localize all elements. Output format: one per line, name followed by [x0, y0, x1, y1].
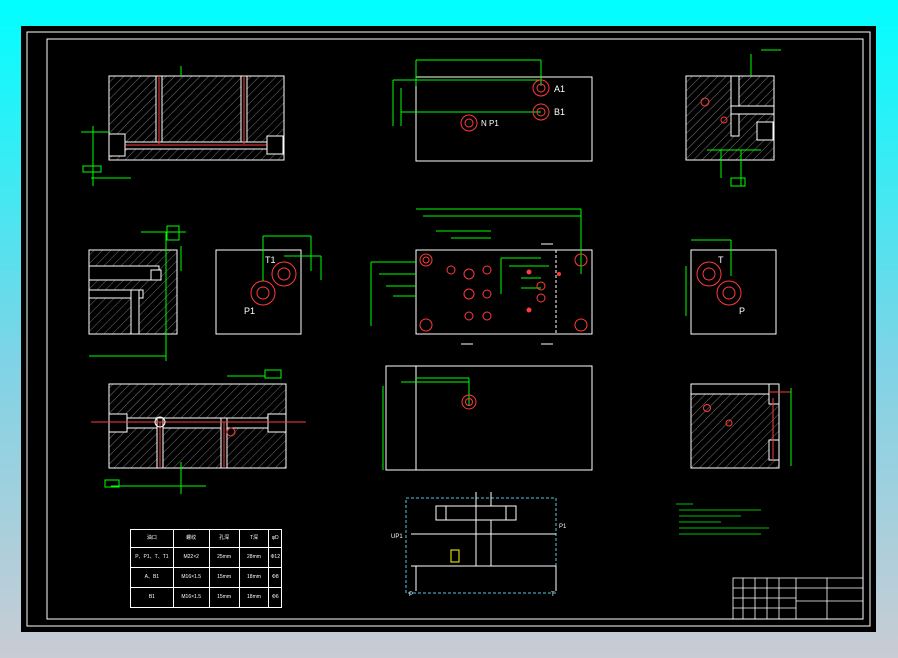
- port-label-a1: A1: [554, 84, 565, 94]
- port-label-b1: B1: [554, 107, 565, 117]
- schematic-bottom-left: P: [409, 592, 413, 598]
- cad-viewport[interactable]: A1 B1 N P1: [21, 26, 876, 632]
- cad-drawing: A1 B1 N P1: [26, 31, 871, 627]
- inner-border: [46, 38, 864, 620]
- port-label-p: P: [739, 306, 745, 316]
- table-cell: 28mm: [238, 547, 270, 568]
- port-view-bottom-center: [382, 365, 593, 471]
- section-view-bottom-left: [91, 369, 306, 494]
- port-label-t: T: [718, 255, 724, 265]
- port-view-t-p: T P: [685, 239, 777, 335]
- table-header: 螺纹: [172, 529, 210, 548]
- table-header-row: 油口 螺纹 孔深 T深 φD: [130, 529, 282, 548]
- section-view-bottom-right: [690, 383, 792, 469]
- table-cell: A、B1: [130, 567, 174, 588]
- port-label-p1: P1: [244, 306, 255, 316]
- table-header: 油口: [130, 529, 174, 548]
- table-cell: 18mm: [238, 567, 270, 588]
- hydraulic-schematic: UP1 P1 P T: [391, 492, 567, 598]
- table-cell: P、P1、T、T1: [130, 547, 174, 568]
- table-cell: M16×1.5: [172, 587, 210, 608]
- section-view-top-left: [81, 66, 285, 186]
- table-cell: M22×2: [172, 547, 210, 568]
- port-view-t1-p1: T1 P1: [215, 235, 322, 335]
- technical-notes: [676, 503, 769, 535]
- section-view-top-right: [685, 49, 781, 187]
- schematic-left-port: UP1: [391, 534, 403, 540]
- schematic-right-port: P1: [559, 524, 567, 530]
- table-cell: 15mm: [208, 587, 240, 608]
- table-cell: B1: [130, 587, 174, 608]
- table-cell: Φ6: [268, 587, 282, 608]
- table-cell: M16×1.5: [172, 567, 210, 588]
- table-row: B1 M16×1.5 15mm 18mm Φ6: [130, 587, 282, 608]
- port-label-np1: N P1: [481, 119, 499, 128]
- table-cell: 25mm: [208, 547, 240, 568]
- table-header: T深: [238, 529, 270, 548]
- schematic-bottom-right: T: [551, 592, 555, 598]
- table-header: φD: [268, 529, 282, 548]
- outer-border: [26, 31, 871, 627]
- table-header: 孔深: [208, 529, 240, 548]
- port-label-t1: T1: [265, 255, 276, 265]
- table-cell: 15mm: [208, 567, 240, 588]
- main-plan-view: [370, 208, 593, 345]
- table-cell: Φ12: [268, 547, 282, 568]
- section-view-middle-left: [88, 225, 186, 361]
- title-block: [732, 577, 864, 620]
- port-table: 油口 螺纹 孔深 T深 φD P、P1、T、T1 M22×2 25mm 28mm…: [130, 529, 282, 608]
- port-view-top-center: A1 B1 N P1: [392, 59, 593, 162]
- port-table-grid: 油口 螺纹 孔深 T深 φD P、P1、T、T1 M22×2 25mm 28mm…: [130, 529, 282, 608]
- table-row: A、B1 M16×1.5 15mm 18mm Φ8: [130, 567, 282, 588]
- table-cell: Φ8: [268, 567, 282, 588]
- table-cell: 18mm: [238, 587, 270, 608]
- table-row: P、P1、T、T1 M22×2 25mm 28mm Φ12: [130, 547, 282, 568]
